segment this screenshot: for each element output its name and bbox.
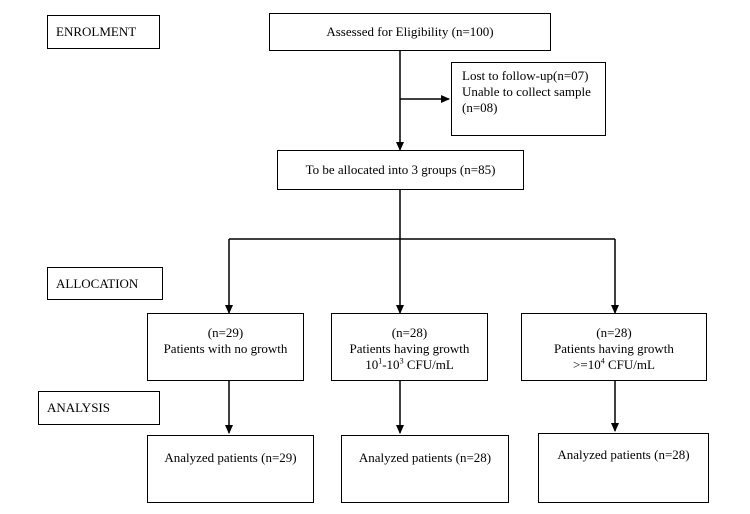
analyzed-text: Analyzed patients (n=28) bbox=[358, 450, 492, 465]
exclusions-box: Lost to follow-up(n=07) Unable to collec… bbox=[451, 62, 606, 136]
group-box-low-growth: (n=28) Patients having growth 101-103 CF… bbox=[331, 313, 488, 381]
allocated-box: To be allocated into 3 groups (n=85) bbox=[277, 150, 524, 190]
group-count: (n=28) bbox=[596, 325, 632, 340]
analyzed-box-1: Analyzed patients (n=29) bbox=[147, 435, 314, 503]
stage-label-text: ENROLMENT bbox=[56, 24, 137, 39]
group-description: Patients having growth bbox=[349, 341, 470, 356]
lost-to-follow-up-text: Lost to follow-up(n=07) bbox=[462, 68, 589, 83]
analyzed-text: Analyzed patients (n=29) bbox=[164, 450, 297, 465]
group-count: (n=28) bbox=[391, 325, 428, 340]
unable-to-collect-count: (n=08) bbox=[462, 100, 498, 115]
group-box-no-growth: (n=29) Patients with no growth bbox=[147, 313, 304, 381]
stage-label-enrolment: ENROLMENT bbox=[47, 15, 160, 49]
stage-label-text: ANALYSIS bbox=[47, 400, 110, 415]
group-box-high-growth: (n=28) Patients having growth >=104 CFU/… bbox=[521, 313, 707, 381]
stage-label-analysis: ANALYSIS bbox=[38, 391, 160, 425]
group-description: Patients with no growth bbox=[163, 341, 288, 356]
group-description: Patients having growth bbox=[554, 341, 674, 356]
group-range: 101-103 CFU/mL bbox=[365, 356, 454, 372]
group-range: >=104 CFU/mL bbox=[573, 356, 655, 372]
assessed-eligibility-box: Assessed for Eligibility (n=100) bbox=[269, 13, 551, 51]
analyzed-box-2: Analyzed patients (n=28) bbox=[341, 435, 509, 503]
analyzed-box-3: Analyzed patients (n=28) bbox=[538, 433, 709, 503]
stage-label-text: ALLOCATION bbox=[56, 275, 139, 291]
group-count: (n=29) bbox=[207, 325, 244, 340]
assessed-eligibility-text: Assessed for Eligibility (n=100) bbox=[326, 24, 494, 39]
stage-label-allocation: ALLOCATION bbox=[47, 267, 163, 300]
allocated-text: To be allocated into 3 groups (n=85) bbox=[305, 162, 496, 177]
analyzed-text: Analyzed patients (n=28) bbox=[557, 447, 690, 462]
unable-to-collect-text: Unable to collect sample bbox=[462, 84, 591, 99]
